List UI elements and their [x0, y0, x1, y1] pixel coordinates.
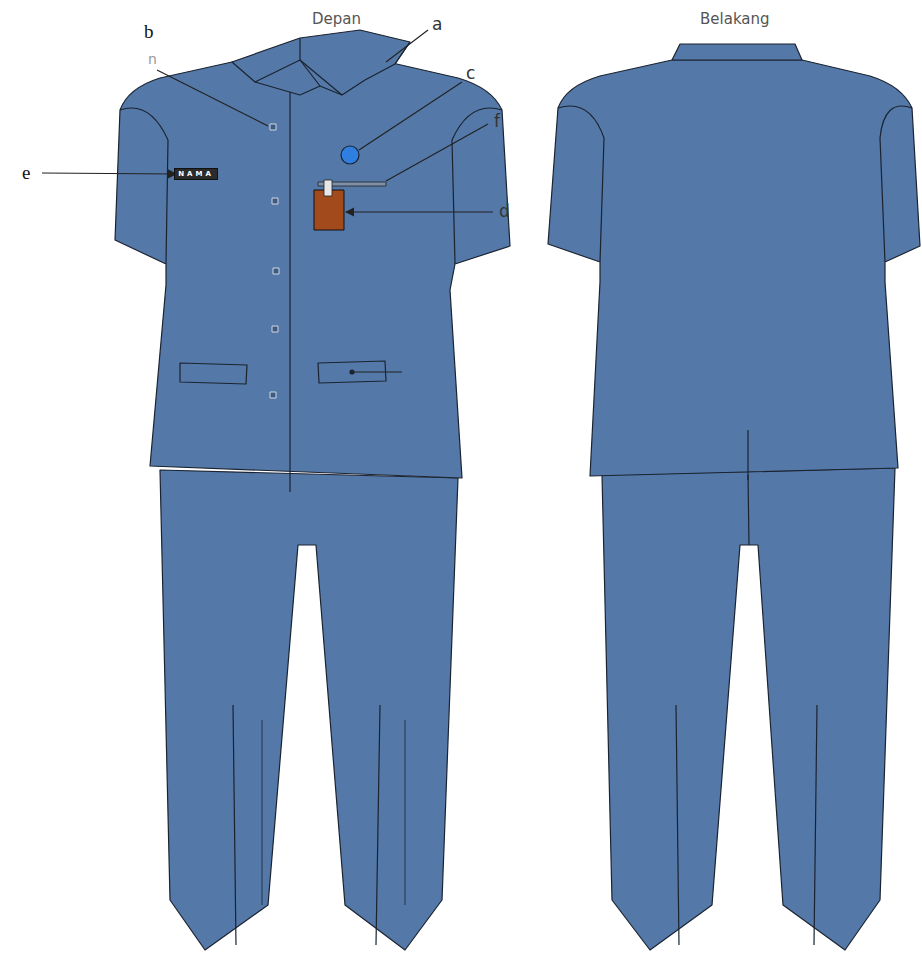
callout-letter: e — [22, 163, 30, 182]
name-tag: NAMA — [174, 168, 218, 180]
name-text: NAMA — [178, 171, 214, 178]
view-title: Belakang — [700, 12, 770, 27]
callout-letter: n — [148, 52, 157, 66]
callout-letter: a — [432, 16, 442, 33]
callout-letter: d — [499, 203, 510, 220]
view-title: Depan — [312, 12, 361, 27]
callout-letter: c — [466, 65, 475, 82]
callout-letter: b — [144, 22, 154, 41]
callout-letter: f — [494, 113, 500, 130]
